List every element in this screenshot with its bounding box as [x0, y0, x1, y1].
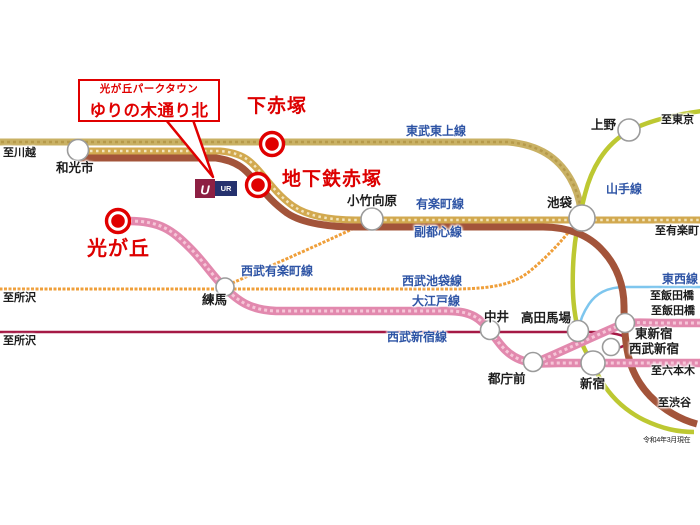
callout-line1: 光が丘パークタウン [99, 82, 199, 95]
station-shinjuku-circle [580, 350, 606, 376]
map-date-note: 令和4年3月現在 [643, 437, 691, 444]
line-tobu-tojo-texture [0, 140, 583, 212]
station-kotakemukaihara-circle [360, 207, 384, 231]
station-tochomae-circle [522, 351, 544, 373]
station-wakoshi-circle [66, 138, 90, 162]
label-shinjuku: 新宿 [580, 377, 606, 391]
station-seibu-shinjuku-circle [601, 337, 621, 357]
station-higashi-shinjuku-circle [614, 312, 636, 334]
line-label-yamanote: 山手線 [606, 182, 643, 196]
dest-iidabashi-tozai: 至飯田橋 [650, 290, 694, 302]
line-yurakucho [78, 147, 700, 224]
label-ikebukuro: 池袋 [547, 196, 573, 210]
marker-hikarigaoka-dot [111, 214, 125, 228]
line-label-seibu-shinjuku: 西武新宿線 [387, 330, 448, 344]
label-tochomae: 都庁前 [488, 372, 526, 386]
marker-shimoakatsuka-dot [265, 137, 279, 151]
ur-logo: U UR [195, 179, 237, 198]
label-wakoshi: 和光市 [56, 161, 94, 175]
line-oedo-branch-texture [536, 321, 700, 364]
line-label-tobu-tojo: 東武東上線 [406, 124, 467, 138]
station-nakai-circle [479, 319, 501, 341]
line-label-fukutoshin: 副都心線 [414, 225, 463, 239]
station-takadanobaba-circle [566, 319, 590, 343]
line-seibu-ikebukuro [0, 228, 573, 291]
callout-line2: ゆりの木通り北 [89, 101, 209, 120]
station-nerima-circle [215, 277, 235, 297]
ur-logo-u: U [200, 183, 210, 198]
label-nerima: 練馬 [202, 293, 228, 307]
line-seibu-shinjuku [0, 330, 629, 350]
label-takadanobaba: 高田馬場 [521, 311, 572, 325]
line-label-yurakucho: 有楽町線 [416, 197, 465, 211]
label-hikarigaoka: 光が丘 [87, 238, 150, 260]
label-nakai: 中井 [484, 310, 510, 324]
label-kotakemukaihara: 小竹向原 [347, 194, 398, 208]
line-label-tozai: 東西線 [662, 272, 699, 286]
dest-tokorozawa-ikebukuro: 至所沢 [3, 292, 36, 304]
label-seibu-shinjuku: 西武新宿 [629, 342, 680, 356]
marker-chikatetsu-akatsuka-dot [251, 178, 265, 192]
label-ueno: 上野 [591, 118, 617, 132]
line-label-seibu-yurakucho: 西武有楽町線 [241, 264, 314, 278]
dest-kawagoe: 至川越 [3, 147, 36, 159]
dest-tokorozawa-shinjuku: 至所沢 [3, 335, 36, 347]
ur-logo-ur: UR [221, 184, 232, 193]
line-label-seibu-ikebukuro: 西武池袋線 [402, 274, 463, 288]
station-ikebukuro-circle [568, 204, 596, 232]
label-higashi-shinjuku: 東新宿 [635, 327, 673, 341]
station-ueno-circle [617, 118, 641, 142]
dest-roppongi: 至六本木 [651, 365, 695, 377]
dest-iidabashi-oedo: 至飯田橋 [651, 305, 695, 317]
dest-shibuya: 至渋谷 [658, 397, 691, 409]
label-shimoakatsuka: 下赤塚 [247, 96, 308, 117]
dest-yurakucho: 至有楽町 [655, 225, 699, 237]
line-label-oedo: 大江戸線 [412, 294, 461, 308]
highlight-markers [104, 130, 286, 235]
hikarigaoka-parktown-callout: 光が丘パークタウン ゆりの木通り北 [78, 79, 220, 122]
dest-tokyo: 至東京 [661, 114, 694, 126]
label-chikatetsu-akatsuka: 地下鉄赤塚 [282, 169, 383, 190]
